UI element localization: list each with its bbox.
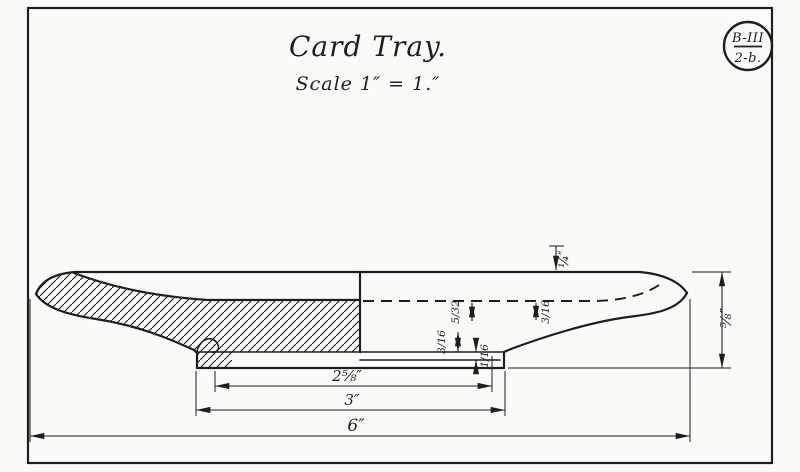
label-overall-width: 6″ bbox=[347, 416, 365, 436]
label-thickness-b: 3/16 bbox=[436, 330, 448, 354]
left-underside bbox=[34, 292, 196, 352]
badge-bottom-label: 2-b. bbox=[733, 51, 761, 66]
hidden-interior-line bbox=[363, 284, 660, 302]
label-base-width: 3″ bbox=[344, 391, 360, 409]
scale-note: Scale 1″ = 1.″ bbox=[296, 73, 441, 95]
top-contour bbox=[34, 270, 689, 296]
hatch-foot-ring bbox=[197, 352, 232, 368]
badge-circle-icon bbox=[722, 20, 774, 72]
interior-surface-section bbox=[72, 271, 362, 302]
label-rim-height: ¼″ bbox=[557, 250, 572, 268]
right-underside bbox=[509, 291, 689, 351]
drawing-title: Card Tray. bbox=[289, 30, 447, 63]
label-overall-height: ⅝″ bbox=[717, 308, 735, 329]
dimension-labels: 6″ 3″ 2⅝″ ⅝″ ¼″ 3/16 5/32 3/16 1/16 bbox=[331, 250, 735, 436]
section-hatching bbox=[36, 273, 360, 368]
label-thickness-a: 5/32 bbox=[450, 300, 462, 324]
label-wall-right: 3/16 bbox=[540, 300, 552, 324]
dimension-lines bbox=[29, 246, 726, 440]
label-recess-width: 2⅝″ bbox=[331, 367, 362, 385]
extension-lines bbox=[29, 245, 731, 442]
foot-right-edge bbox=[502, 347, 513, 370]
label-foot-height: 1/16 bbox=[479, 344, 491, 368]
drawing-border bbox=[26, 6, 774, 465]
plate-number-badge: B-III 2-b. bbox=[722, 20, 774, 72]
foot-section-curl bbox=[196, 338, 220, 353]
foot-left-edge bbox=[192, 348, 199, 370]
hatch-wall-and-base bbox=[36, 273, 360, 352]
badge-top-label: B-III bbox=[731, 31, 764, 46]
